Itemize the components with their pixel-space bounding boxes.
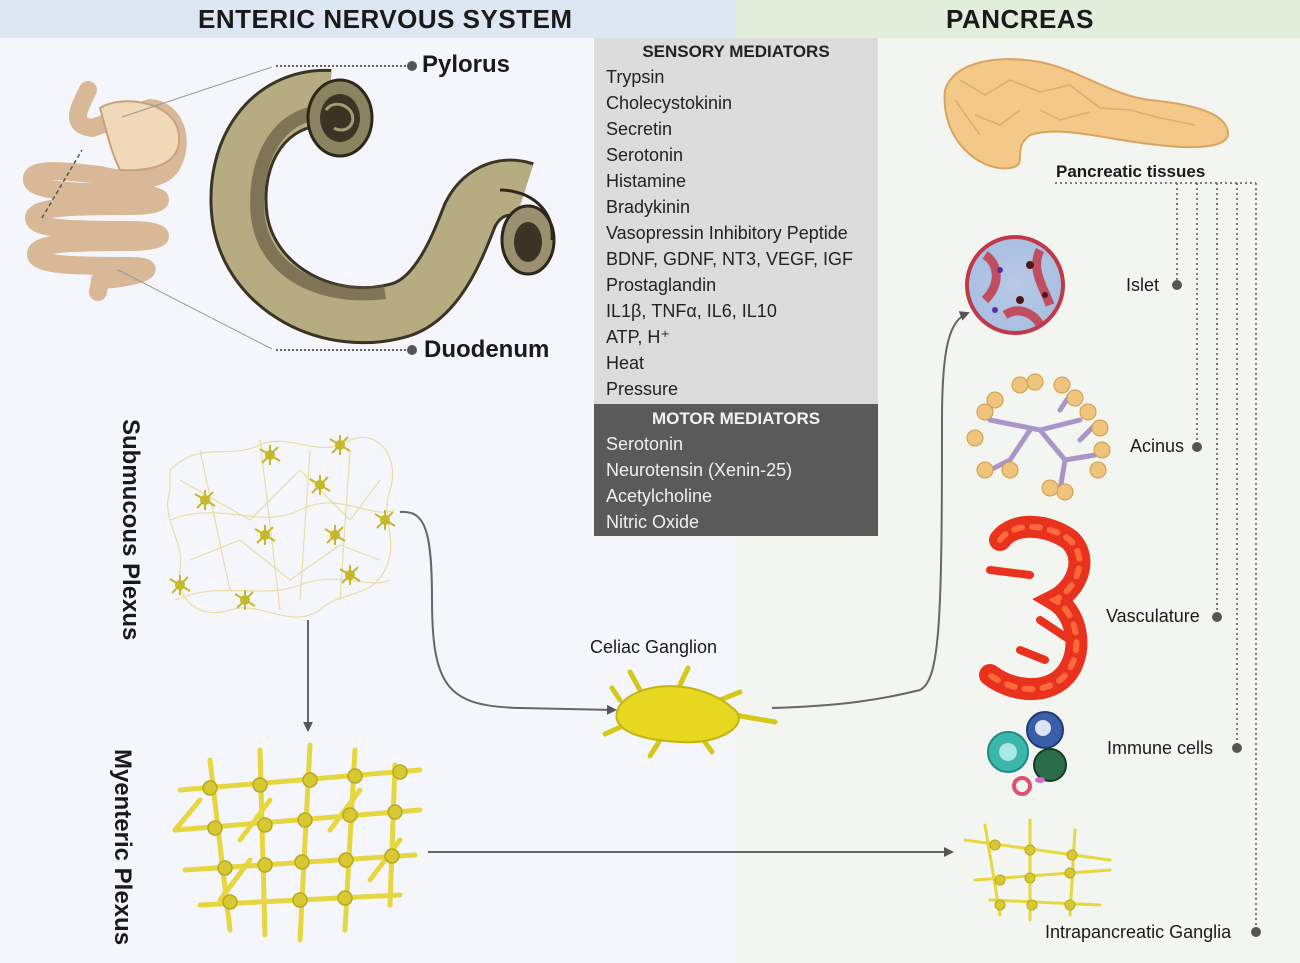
motor-item: Neurotensin (Xenin-25) xyxy=(606,460,793,480)
immune-dot xyxy=(1232,743,1242,753)
sensory-item: Secretin xyxy=(606,119,673,139)
islet-label: Islet xyxy=(1126,275,1160,295)
pylorus-label: Pylorus xyxy=(422,51,511,78)
ganglia-dot xyxy=(1251,927,1261,937)
sensory-mediators-title: SENSORY MEDIATORS xyxy=(642,42,830,61)
submucous-plexus-label: Submucous Plexus xyxy=(117,419,144,641)
duodenum-dot xyxy=(407,345,417,355)
motor-mediators-list: Serotonin Neurotensin (Xenin-25) Acetylc… xyxy=(594,431,878,535)
sensory-mediators-list: Trypsin Cholecystokinin Secretin Seroton… xyxy=(594,64,878,402)
duodenum-illustration xyxy=(209,68,556,345)
immune-cells-illustration xyxy=(987,711,1067,796)
pancreas-illustration xyxy=(943,58,1229,170)
sensory-item: Serotonin xyxy=(606,145,684,165)
duodenum-label: Duodenum xyxy=(424,336,550,363)
pancreas-header: PANCREAS xyxy=(736,0,1300,38)
motor-mediators-box: MOTOR MEDIATORS Serotonin Neurotensin (X… xyxy=(594,404,878,536)
ens-header: ENTERIC NERVOUS SYSTEM xyxy=(0,0,736,38)
motor-item: Acetylcholine xyxy=(606,486,713,506)
sensory-item: Bradykinin xyxy=(606,197,691,217)
sensory-item: Cholecystokinin xyxy=(606,93,733,113)
sensory-mediators-box: SENSORY MEDIATORS Trypsin Cholecystokini… xyxy=(594,38,878,404)
pancreatic-tissues-label: Pancreatic tissues xyxy=(1056,162,1206,181)
sensory-item: Prostaglandin xyxy=(606,275,717,295)
vasculature-dot xyxy=(1212,612,1222,622)
sensory-item: Histamine xyxy=(606,171,687,191)
motor-item: Serotonin xyxy=(606,434,684,454)
motor-mediators-title: MOTOR MEDIATORS xyxy=(651,409,821,428)
sensory-item: Trypsin xyxy=(606,67,665,87)
celiac-ganglion-label: Celiac Ganglion xyxy=(590,637,718,657)
sensory-item: Vasopressin Inhibitory Peptide xyxy=(606,223,848,243)
myenteric-plexus-label: Myenteric Plexus xyxy=(109,748,136,946)
zoom-line-bottom xyxy=(117,269,273,350)
sensory-item: BDNF, GDNF, NT3, VEGF, IGF xyxy=(606,249,854,269)
zoom-line-top xyxy=(121,66,273,118)
intrapancreatic-ganglia-illustration xyxy=(963,818,1112,922)
vasculature-illustration xyxy=(979,515,1091,701)
sensory-item: ATP, H⁺ xyxy=(606,327,670,347)
ens-header-title: ENTERIC NERVOUS SYSTEM xyxy=(198,4,573,34)
gi-tract-icon xyxy=(23,81,187,301)
sensory-item: Pressure xyxy=(606,379,679,399)
submucous-plexus-illustration xyxy=(167,436,396,618)
acinus-label: Acinus xyxy=(1130,436,1185,456)
arrow-celiac-to-islet xyxy=(771,311,970,709)
pancreas-header-title: PANCREAS xyxy=(946,4,1094,34)
intrapancreatic-neurons xyxy=(989,839,1078,911)
immune-cells-label: Immune cells xyxy=(1107,738,1214,758)
islet-illustration xyxy=(965,235,1065,335)
islet-dot xyxy=(1172,280,1182,290)
motor-item: Nitric Oxide xyxy=(606,512,700,532)
sensory-item: IL1β, TNFα, IL6, IL10 xyxy=(606,301,777,321)
submucous-neurons xyxy=(169,435,396,610)
acinus-illustration xyxy=(966,373,1111,501)
arrow-submucous-to-celiac xyxy=(399,510,617,715)
intrapancreatic-ganglia-label: Intrapancreatic Ganglia xyxy=(1045,922,1232,942)
acinus-dot xyxy=(1192,442,1202,452)
pylorus-dot xyxy=(407,61,417,71)
myenteric-neurons xyxy=(202,764,408,910)
celiac-ganglion-illustration xyxy=(602,665,778,759)
sensory-item: Heat xyxy=(606,353,645,373)
myenteric-plexus-illustration xyxy=(172,742,423,943)
vasculature-label: Vasculature xyxy=(1106,606,1200,626)
